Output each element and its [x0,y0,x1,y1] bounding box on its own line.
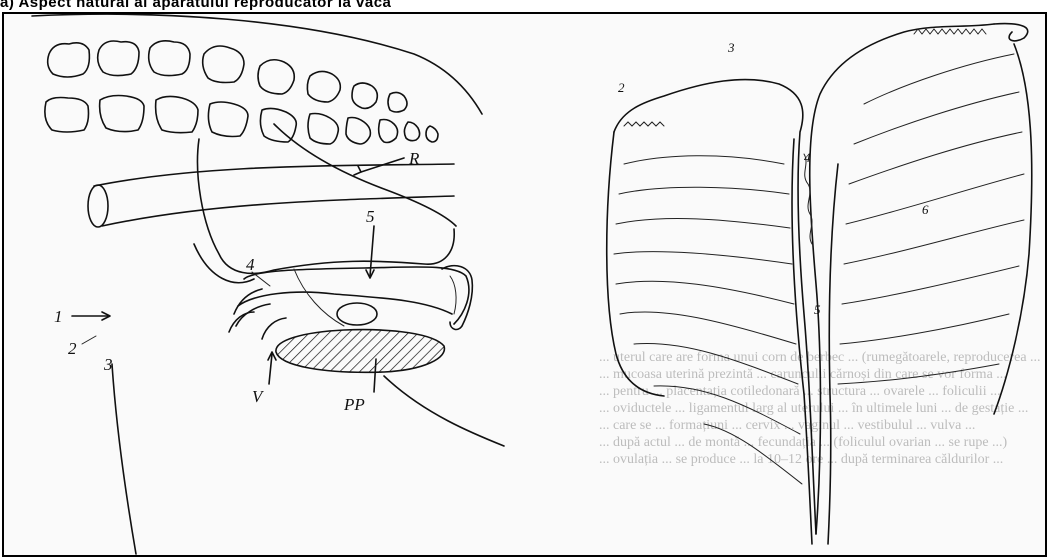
pubic-bone-hatched [276,330,445,373]
fimbriae-left [624,122,664,126]
label-2-right: 2 [618,80,625,95]
rectum-cut-end [88,185,108,227]
vulva-lip-lower [236,304,270,326]
label-1-left: 1 [54,307,63,326]
right-lobe-outer-edge [994,44,1032,414]
label-5-left: 5 [366,207,375,226]
left-lobe-outline [614,80,816,534]
cervix-right-wall [828,164,838,544]
right-lobe-folds [838,54,1024,384]
vaginal-lower-wall [238,292,452,314]
vertebrae-upper [48,41,407,112]
label-V: V [252,387,265,406]
oviduct-curl [994,24,1028,41]
label-4-right: 4 [804,150,811,165]
fimbriae-top [914,29,986,34]
leader-2 [82,336,96,344]
label-2-left: 2 [68,339,77,358]
pelvic-floor-curve [194,244,254,283]
rectum-upper-edge [94,164,454,186]
label-3-right: 3 [727,40,735,55]
ventral-outline [112,364,136,554]
left-figure: R 5 4 1 2 3 V PP [32,14,504,554]
urethra-line [294,269,344,326]
label-4-left: 4 [246,255,255,274]
label-3-left: 3 [103,355,113,374]
figure-caption: a) Aspect natural al aparatului reproduc… [0,0,1053,12]
left-lobe-left-edge [607,132,664,396]
label-R: R [408,149,420,168]
label-5-right: 5 [814,302,821,317]
vulva-lip-upper [234,289,262,314]
bladder-opening [337,303,377,325]
figure-frame: ... uterul care are forma unui corn de b… [2,12,1047,557]
label-PP: PP [343,395,365,414]
label-6-right: 6 [922,202,929,217]
anatomy-illustration: R 5 4 1 2 3 V PP [4,14,1047,557]
clitoris-line [262,318,286,339]
rectum-lower-edge [102,196,454,226]
vertebrae-lower [45,96,438,145]
right-figure: 2 3 4 5 6 [607,24,1032,544]
dorsal-outline [32,14,482,114]
vestibule-line [229,312,254,332]
abdomen-curve [384,376,504,446]
ischial-inner-line [450,276,456,314]
left-lobe-folds [614,156,802,484]
